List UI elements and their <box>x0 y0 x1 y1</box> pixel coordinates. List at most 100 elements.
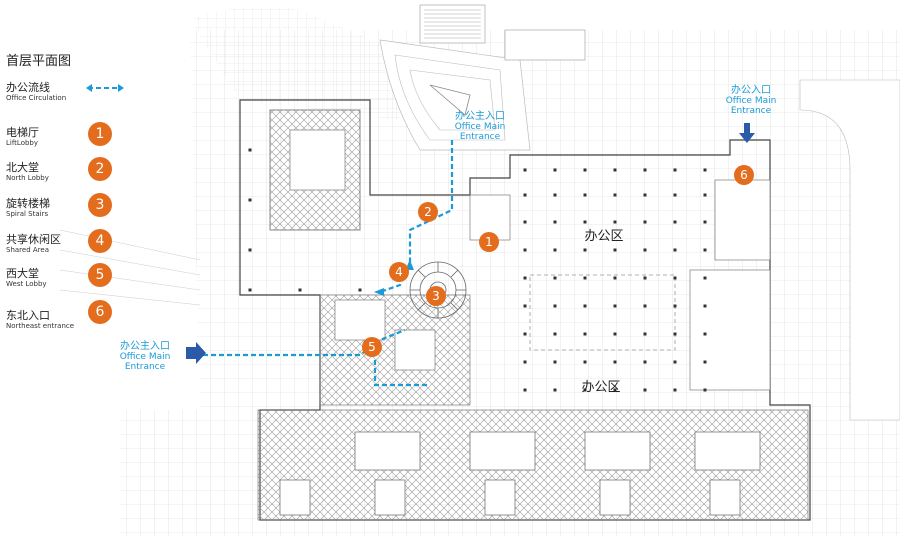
north-entrance-cn: 办公主入口 <box>455 111 505 122</box>
column <box>643 304 647 308</box>
marker-1-label: 1 <box>485 235 493 249</box>
marker-3: 3 <box>426 286 446 306</box>
spiral-stair <box>409 261 467 319</box>
column <box>583 220 587 224</box>
column <box>583 168 587 172</box>
marker-2: 2 <box>418 202 438 222</box>
column <box>643 360 647 364</box>
marker-5-label: 5 <box>368 340 376 354</box>
column <box>613 168 617 172</box>
column <box>523 332 527 336</box>
column <box>523 193 527 197</box>
legend-item-cn: 北大堂 <box>6 161 39 174</box>
northeast-entrance-cn: 办公入口 <box>731 85 771 96</box>
northeast-entrance-en2: Entrance <box>730 106 772 116</box>
marker-1: 1 <box>479 232 499 252</box>
column <box>703 168 707 172</box>
column <box>643 248 647 252</box>
legend-number-badge: 1 <box>88 122 112 146</box>
column <box>553 360 557 364</box>
column <box>613 332 617 336</box>
column <box>553 193 557 197</box>
legend-number-badge: 4 <box>88 229 112 253</box>
column <box>583 332 587 336</box>
column <box>613 304 617 308</box>
entrance-arrows <box>186 123 755 364</box>
column <box>583 360 587 364</box>
column <box>553 332 557 336</box>
column <box>643 220 647 224</box>
west-entrance-arrow <box>186 342 206 364</box>
office-zone-outline <box>529 274 676 351</box>
column <box>613 193 617 197</box>
column <box>673 332 677 336</box>
legend-item-northeast-entrance: 东北入口 Northeast entrance <box>6 309 76 331</box>
legend-item-cn: 西大堂 <box>6 267 39 280</box>
column <box>703 388 707 392</box>
column <box>248 248 252 252</box>
legend-circulation-sample <box>86 84 124 92</box>
north-entrance-en2: Entrance <box>459 132 501 142</box>
northeast-entrance-en: Office Main <box>725 96 777 106</box>
legend-item-lift-lobby: 电梯厅 LiftLobby <box>6 126 39 148</box>
column <box>613 388 617 392</box>
column <box>673 360 677 364</box>
column <box>553 388 557 392</box>
column <box>583 304 587 308</box>
legend-title: 首层平面图 <box>6 54 72 69</box>
legend-circulation-en: Office Circulation <box>6 94 67 102</box>
column <box>358 288 362 292</box>
legend-item-shared-area: 共享休闲区 Shared Area <box>6 233 61 255</box>
circulation-arrowheads <box>374 260 414 296</box>
north-entrance-en: Office Main <box>454 122 506 132</box>
structural-columns <box>248 148 707 392</box>
legend-item-en: Spiral Stairs <box>6 210 49 218</box>
column <box>673 304 677 308</box>
plan-markers: 1 2 3 4 5 6 <box>362 165 754 357</box>
legend-item-cn: 共享休闲区 <box>6 233 61 246</box>
legend-number-badge: 3 <box>88 193 112 217</box>
column <box>553 304 557 308</box>
legend-item-north-lobby: 北大堂 North Lobby <box>6 161 49 183</box>
column <box>703 360 707 364</box>
column <box>673 193 677 197</box>
column <box>523 168 527 172</box>
column <box>673 248 677 252</box>
legend-number-badge: 6 <box>88 300 112 324</box>
column <box>523 360 527 364</box>
legend-circulation: 办公流线 Office Circulation <box>6 81 66 103</box>
legend-item-en: Northeast entrance <box>6 322 75 330</box>
column <box>703 276 707 280</box>
west-entrance-en2: Entrance <box>124 362 166 372</box>
west-entrance-label: 办公主入口 Office Main Entrance <box>110 341 180 373</box>
hatched-cores <box>257 109 809 521</box>
column <box>583 276 587 280</box>
legend-item-cn: 电梯厅 <box>6 126 39 139</box>
marker-3-label: 3 <box>432 289 440 303</box>
column <box>613 276 617 280</box>
column <box>673 220 677 224</box>
column <box>703 248 707 252</box>
marker-4-label: 4 <box>395 265 403 279</box>
west-entrance-cn: 办公主入口 <box>120 341 170 352</box>
legend-number-badge: 2 <box>88 157 112 181</box>
column <box>643 168 647 172</box>
column <box>553 248 557 252</box>
legend-item-en: West Lobby <box>6 280 47 288</box>
northeast-entrance-arrow <box>739 123 755 143</box>
column <box>248 288 252 292</box>
north-entrance-label: 办公主入口 Office Main Entrance <box>445 111 515 143</box>
column <box>703 193 707 197</box>
column <box>613 360 617 364</box>
column <box>703 220 707 224</box>
column <box>643 388 647 392</box>
column <box>523 220 527 224</box>
legend-item-west-lobby: 西大堂 West Lobby <box>6 267 47 289</box>
column <box>643 332 647 336</box>
column <box>673 388 677 392</box>
south-rooms <box>279 431 761 516</box>
column <box>553 168 557 172</box>
column <box>583 193 587 197</box>
office-zone-label-upper: 办公区 <box>584 229 623 244</box>
